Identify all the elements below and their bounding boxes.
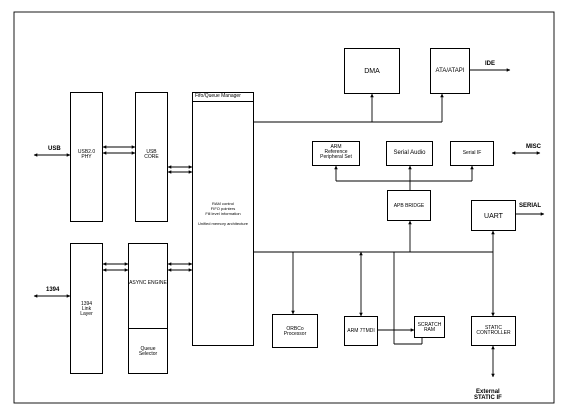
serial-external-label: SERIAL: [519, 203, 542, 209]
uart-label: UART: [484, 213, 503, 220]
apb-bridge-block: APB BRIDGE: [387, 190, 431, 221]
orbco-label: ORBCo Processor: [283, 326, 307, 337]
ata-atapi-label: ATA/ATAPI: [435, 68, 465, 74]
queue-selector-label: Queue Selector: [138, 346, 158, 357]
queue-selector-divider: [129, 328, 167, 329]
serial-audio-block: Serial Audio: [386, 141, 433, 166]
async-engine-label: ASYNC ENGINE: [129, 280, 167, 286]
static-controller-label: STATIC CONTROLLER: [476, 325, 511, 336]
misc-external-label: MISC: [526, 144, 541, 150]
apb-bridge-label: APB BRIDGE: [393, 203, 425, 209]
dma-block: DMA: [344, 48, 400, 94]
usb-core-block: USB CORE: [135, 92, 168, 222]
usb-external-label: USB: [48, 146, 61, 152]
static-if-external-label: External STATIC IF: [474, 389, 502, 401]
fifo-title: Fifo/Queue Manager: [195, 93, 241, 99]
arm-reference-label: ARM Reference Peripheral Set: [320, 144, 352, 160]
ieee1394-external-label: 1394: [46, 287, 60, 293]
arm-reference-peripheral-block: ARM Reference Peripheral Set: [312, 141, 360, 166]
usb-core-label: USB CORE: [144, 149, 159, 160]
scratch-ram-label: SCRATCH RAM: [417, 322, 442, 333]
orbco-processor-block: ORBCo Processor: [272, 314, 318, 348]
ata-atapi-block: ATA/ATAPI: [430, 48, 470, 94]
usb-phy-block: USB2.0 PHY: [70, 92, 103, 222]
uart-block: UART: [471, 200, 516, 231]
fifo-body-text: RAM control FIFO pointers Fill level inf…: [197, 201, 249, 226]
ide-external-label: IDE: [485, 61, 496, 67]
dma-label: DMA: [364, 68, 380, 75]
static-controller-block: STATIC CONTROLLER: [471, 316, 516, 346]
usb-phy-label: USB2.0 PHY: [77, 149, 96, 160]
scratch-ram-block: SCRATCH RAM: [414, 316, 445, 338]
link-1394-label: 1394 Link Layer: [80, 301, 93, 317]
serial-if-block: Serial IF: [450, 141, 494, 166]
link-1394-block: 1394 Link Layer: [70, 243, 103, 374]
diagram-frame: [13, 11, 555, 404]
fifo-title-divider: [193, 101, 253, 102]
arm7tdmi-label: ARM 7TMDI: [347, 328, 375, 334]
async-engine-block: ASYNC ENGINE Queue Selector: [128, 243, 168, 374]
serial-if-label: Serial IF: [462, 150, 482, 156]
fifo-queue-manager-block: Fifo/Queue Manager RAM control FIFO poin…: [192, 92, 254, 346]
serial-audio-label: Serial Audio: [393, 150, 426, 156]
arm7tdmi-block: ARM 7TMDI: [344, 316, 378, 346]
